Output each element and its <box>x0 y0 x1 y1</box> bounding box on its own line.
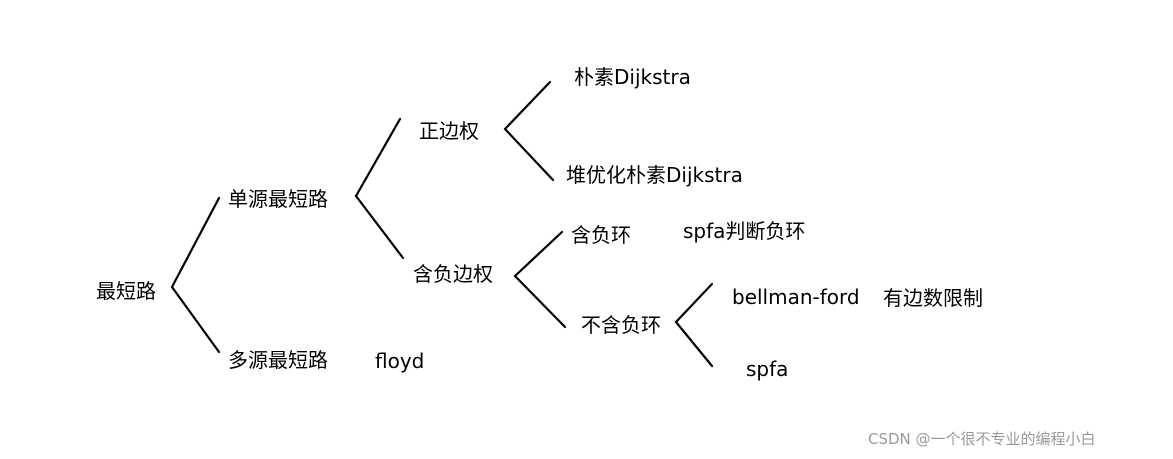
edge-negative-has-cycle <box>513 230 564 278</box>
node-single-source: 单源最短路 <box>228 187 328 211</box>
edge-positive-heap-dijkstra <box>503 127 555 182</box>
node-spfa-detect: spfa判断负环 <box>683 219 806 243</box>
node-bellman-ford-note: 有边数限制 <box>883 286 983 310</box>
node-root: 最短路 <box>96 279 156 303</box>
edge-single-source-positive <box>354 117 402 198</box>
watermark: CSDN @一个很不专业的编程小白 <box>868 430 1096 448</box>
node-naive-dijkstra: 朴素Dijkstra <box>574 65 691 89</box>
edge-root-multi-source <box>170 285 221 354</box>
node-multi-source: 多源最短路 <box>228 348 328 372</box>
node-floyd: floyd <box>375 349 425 373</box>
edge-no-cycle-bellman-ford <box>674 282 714 324</box>
node-heap-dijkstra: 堆优化朴素Dijkstra <box>566 163 743 187</box>
node-spfa: spfa <box>746 357 789 381</box>
edge-root-single-source <box>170 196 221 289</box>
edge-no-cycle-spfa <box>674 320 714 368</box>
edge-negative-no-cycle <box>513 274 567 329</box>
edge-positive-naive-dijkstra <box>503 80 552 131</box>
node-no-negative-cycle: 不含负环 <box>581 313 661 337</box>
edge-single-source-negative <box>354 194 405 260</box>
node-has-negative-cycle: 含负环 <box>571 223 631 247</box>
node-negative-weight: 含负边权 <box>413 262 493 286</box>
node-bellman-ford: bellman-ford <box>732 285 860 309</box>
node-positive-weight: 正边权 <box>419 119 479 143</box>
